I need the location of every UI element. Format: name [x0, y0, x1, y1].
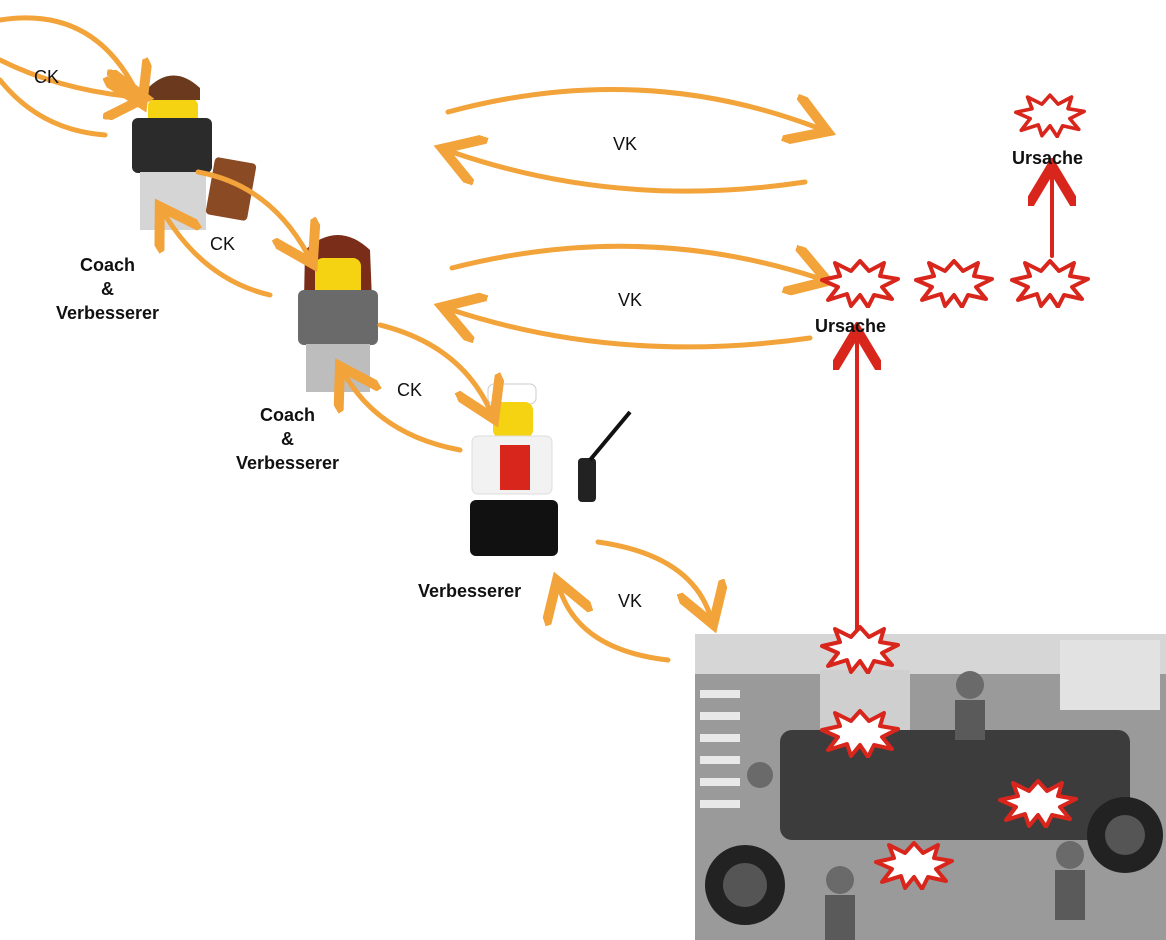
pit-stop-photo [695, 634, 1166, 940]
vk-loop-arrows-low [560, 539, 710, 663]
ck-loop-arrows-top [0, 15, 138, 138]
role-label-mid-line3: Verbesserer [235, 453, 340, 473]
role-label-top: Coach & Verbesserer [40, 253, 175, 325]
vk-label-top: VK [613, 134, 638, 154]
ck-loop-arrows-mid [165, 169, 308, 298]
vk-label-low: VK [618, 591, 643, 611]
role-label-top-line1: Coach [79, 255, 135, 275]
coach-figure-mid [298, 235, 378, 392]
cause-star-icon [820, 259, 900, 308]
cause-star-icon [914, 259, 994, 308]
cause-label-mid: Ursache [815, 316, 887, 336]
ck-label-low: CK [397, 380, 423, 400]
ck-label-mid: CK [210, 234, 236, 254]
vk-loop-arrows-mid [452, 243, 818, 350]
cause-star-icon [1010, 259, 1090, 308]
verbesserer-figure [470, 383, 632, 556]
ck-loop-arrows-low [345, 322, 490, 453]
role-label-top-line2: & [101, 279, 114, 299]
role-label-bottom: Verbesserer [418, 581, 522, 601]
role-label-mid-line2: & [281, 429, 294, 449]
vk-loop-arrows-top [448, 87, 818, 194]
cause-label-top: Ursache [1012, 148, 1084, 168]
role-label-mid-line1: Coach [259, 405, 315, 425]
role-label-mid: Coach & Verbesserer [220, 403, 355, 475]
role-label-top-line3: Verbesserer [55, 303, 160, 323]
cause-star-icon [1014, 93, 1086, 138]
coach-figure-top [132, 75, 257, 230]
ck-label-top: CK [34, 67, 60, 87]
vk-label-mid: VK [618, 290, 643, 310]
cause-chain-arrows [857, 178, 1052, 632]
